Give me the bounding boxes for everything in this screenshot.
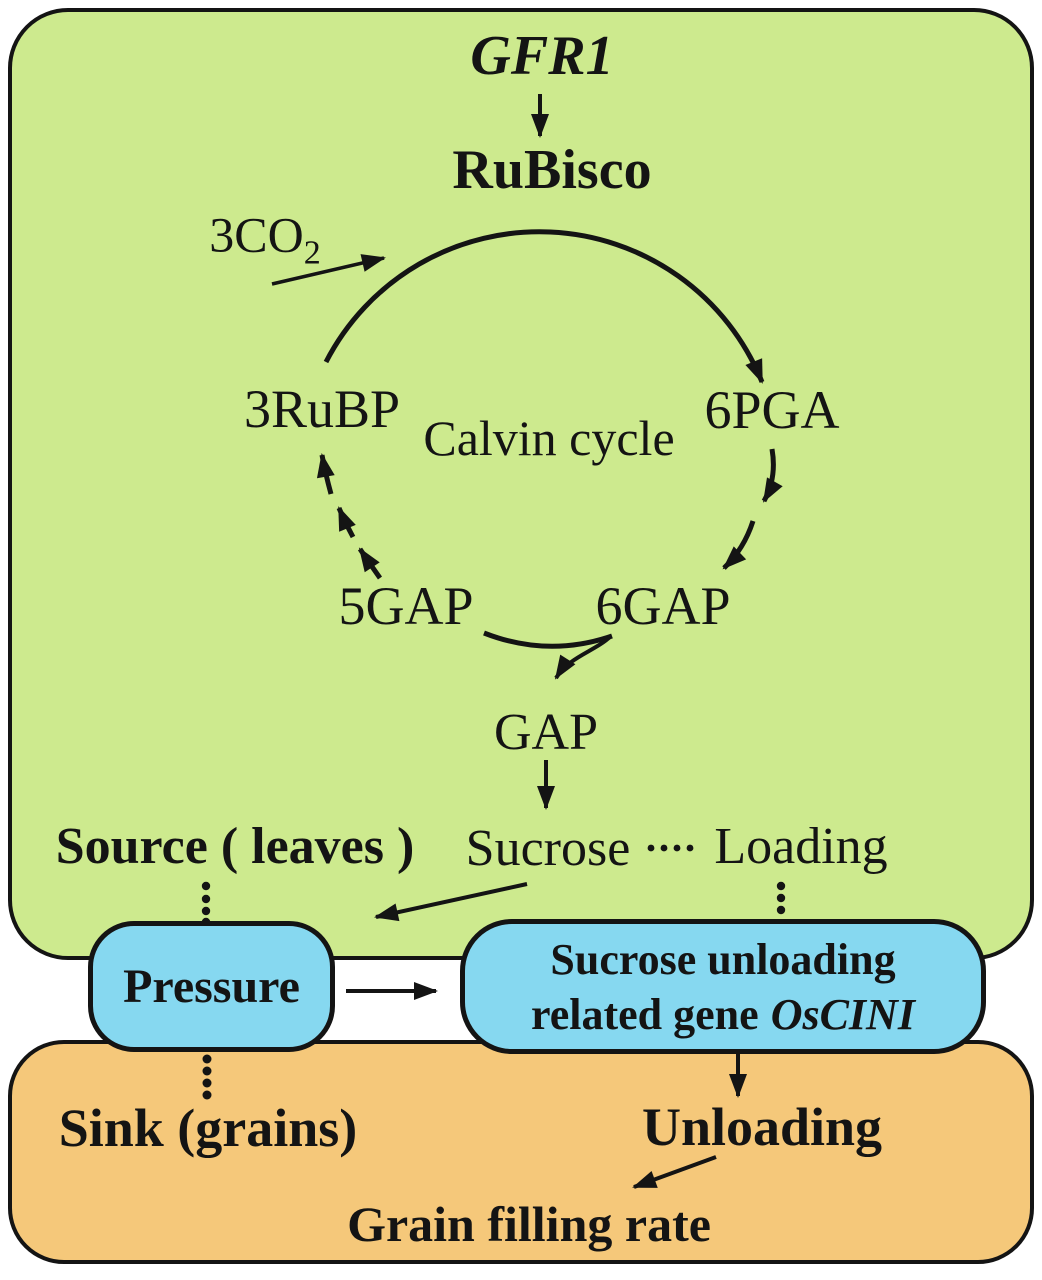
gap5-to-rubp-segment-1 [357, 547, 383, 580]
grain-filling-rate-label: Grain filling rate [347, 1196, 711, 1252]
pressure-label: Pressure [123, 960, 300, 1013]
sucrose-label: Sucrose [465, 820, 631, 877]
pressure-sink-dotted-link [202, 1054, 212, 1100]
gap5-to-rubp-segment-3 [316, 453, 335, 495]
rubp-label: 3RuBP [243, 379, 401, 439]
co2-label: 3CO2 [209, 210, 320, 271]
gap6-to-gap-arrow [554, 634, 613, 680]
pga-to-gap6-segment-1 [761, 448, 783, 503]
gap-label: GAP [493, 704, 599, 761]
pga-label: 6PGA [704, 380, 840, 440]
source-pressure-dotted-link [201, 881, 211, 927]
gfr1-label: GFR1 [470, 25, 614, 87]
loading-label: Loading [714, 818, 888, 875]
cycle-bottom-arc [483, 630, 613, 649]
gap5-to-rubp-segment-2 [336, 506, 356, 539]
co2-base: 3CO [209, 206, 304, 263]
co2-input-arrow [271, 254, 386, 286]
cycle-top-arc-arrow [323, 229, 765, 384]
sucrose-loading-dotted-link [647, 844, 694, 852]
gap5-label: 5GAP [338, 576, 474, 636]
source-leaves-panel [8, 8, 1034, 960]
pressure-pill: Pressure [88, 921, 335, 1052]
sink-grains-panel [8, 1040, 1034, 1264]
loading-gene-dotted-link [776, 881, 786, 915]
unloading-to-grainrate-arrow [632, 1155, 717, 1189]
source-leaves-label: Source ( leaves ) [55, 818, 415, 875]
pga-to-gap6-segment-2 [722, 520, 756, 570]
sucrose-unloading-line1: Sucrose unloading [550, 934, 896, 984]
gap6-label: 6GAP [595, 576, 731, 636]
sucrose-to-pressure-arrow [374, 882, 528, 922]
sink-grains-label: Sink (grains) [58, 1098, 358, 1158]
co2-subscript: 2 [303, 234, 321, 272]
gene-name-oscini: OsCINI [770, 989, 915, 1039]
unloading-label: Unloading [641, 1097, 883, 1157]
related-gene-text: related gene [531, 989, 759, 1039]
rubisco-label: RuBisco [452, 139, 652, 201]
calvin-cycle-label: Calvin cycle [423, 410, 675, 466]
